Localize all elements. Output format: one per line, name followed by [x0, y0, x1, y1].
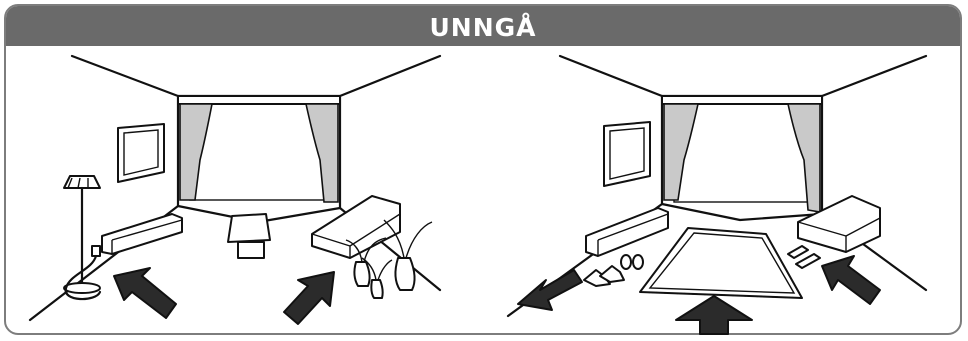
- curtain-left: [180, 104, 212, 200]
- warning-arrow-2: [284, 272, 334, 324]
- sofa-left: [102, 214, 182, 254]
- warning-arrow-3: [518, 270, 582, 310]
- left-wall-edge-left: [30, 56, 178, 320]
- right-wall-edge-right: [822, 56, 926, 290]
- coffee-table: [228, 214, 270, 242]
- warning-arrow-1: [114, 268, 176, 318]
- curtain-left-2: [664, 104, 698, 200]
- sofa-right: [312, 196, 400, 258]
- warning-arrow-4: [676, 296, 752, 334]
- right-room-scene: [508, 56, 926, 334]
- right-wall-edge-left: [508, 56, 662, 316]
- warning-arrow-5: [822, 256, 880, 304]
- slippers-right: [788, 246, 820, 268]
- left-room-scene: [30, 56, 440, 324]
- shoes: [584, 266, 624, 286]
- curtain-right-2: [788, 104, 820, 212]
- wall-outlet: [92, 246, 100, 256]
- curtain-right: [306, 104, 338, 202]
- rug: [640, 228, 802, 298]
- slippers-left: [621, 255, 643, 269]
